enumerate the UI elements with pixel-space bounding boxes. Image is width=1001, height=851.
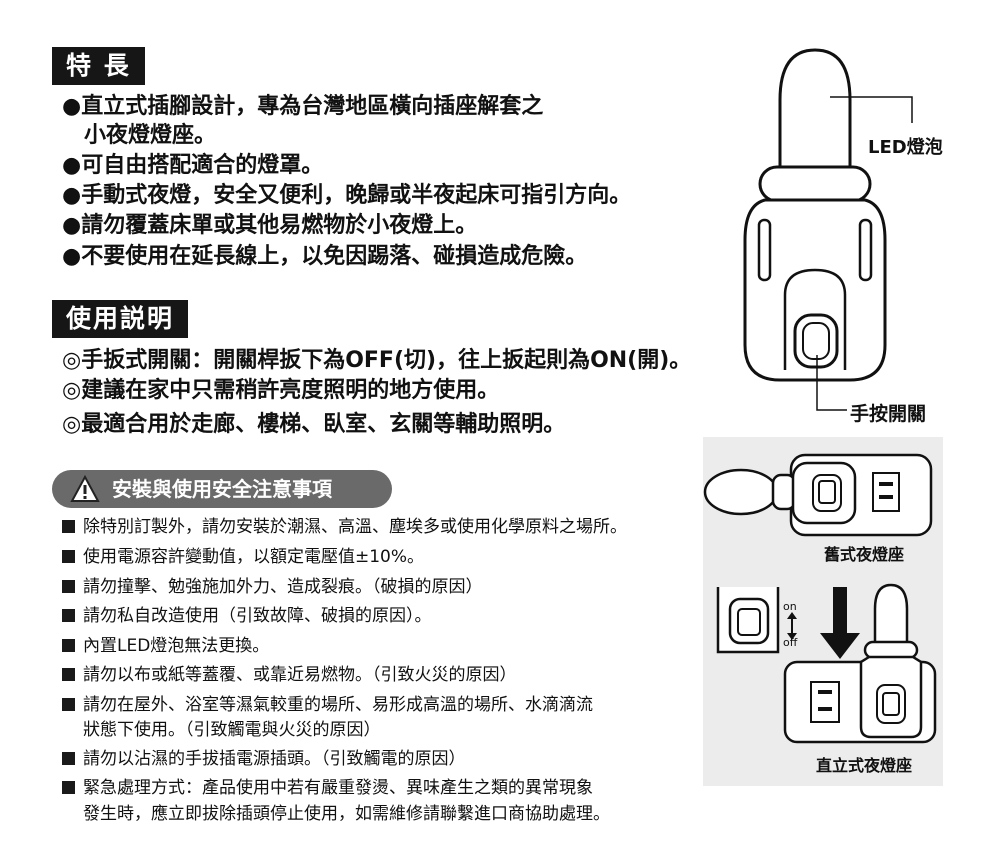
safety-item: 請勿在屋外、浴室等濕氣較重的場所、易形成高溫的場所、水滴滴流 <box>62 693 593 717</box>
safety-item: 請勿私自改造使用（引致故障、破損的原因）。 <box>62 604 432 628</box>
feature-item: ●不要使用在延長線上，以免因踢落、碰損造成危險。 <box>62 244 588 269</box>
night-light-illustration <box>743 48 887 382</box>
feature-item: ●請勿覆蓋床單或其他易燃物於小夜燈上。 <box>62 213 478 238</box>
safety-item-continued: 狀態下使用。（引致觸電與火災的原因） <box>83 720 381 740</box>
led-label: LED燈泡 <box>868 137 943 158</box>
warning-triangle-icon <box>70 475 100 502</box>
feature-item: ●直立式插腳設計，專為台灣地區橫向插座解套之 <box>62 94 544 119</box>
safety-item: 內置LED燈泡無法更換。 <box>62 634 269 658</box>
safety-heading-text: 安裝與使用安全注意事項 <box>112 477 332 501</box>
safety-item: 緊急處理方式：產品使用中若有嚴重發燙、異味產生之類的異常現象 <box>62 776 593 800</box>
new-socket-label: 直立式夜燈座 <box>816 756 913 775</box>
led-leader-line <box>830 96 913 123</box>
feature-item: ●可自由搭配適合的燈罩。 <box>62 153 324 178</box>
features-heading: 特 長 <box>52 47 145 85</box>
safety-item: 除特別訂製外，請勿安裝於潮濕、高溫、塵埃多或使用化學原料之場所。 <box>62 515 627 539</box>
usage-item: ◎建議在家中只需稍許亮度照明的地方使用。 <box>62 378 500 403</box>
usage-item: ◎最適合用於走廊、樓梯、臥室、玄關等輔助照明。 <box>62 412 566 437</box>
usage-heading: 使用説明 <box>52 300 189 338</box>
old-socket-label: 舊式夜燈座 <box>824 545 905 564</box>
usage-item: ◎手扳式開關：開關桿扳下為OFF(切)，往上扳起則為ON(開)。 <box>62 348 692 373</box>
switch-label: 手按開關 <box>850 403 927 425</box>
feature-item: ●手動式夜燈，安全又便利，晚歸或半夜起床可指引方向。 <box>62 183 632 208</box>
off-label: off <box>783 636 798 649</box>
safety-item-continued: 發生時，應立即拔除插頭停止使用，如需維修請聯繫進口商協助處理。 <box>83 804 610 824</box>
safety-heading: 安裝與使用安全注意事項 <box>52 470 392 508</box>
feature-item: 小夜燈燈座。 <box>62 123 217 148</box>
on-label: on <box>783 600 797 613</box>
safety-item: 使用電源容許變動值，以額定電壓值±10%。 <box>62 545 424 569</box>
safety-item: 請勿以沾濕的手拔插電源插頭。（引致觸電的原因） <box>62 747 466 771</box>
safety-item: 請勿以布或紙等蓋覆、或靠近易燃物。（引致火災的原因） <box>62 663 517 687</box>
switch-leader-line <box>816 355 847 411</box>
safety-item: 請勿撞擊、勉強施加外力、造成裂痕。（破損的原因） <box>62 575 483 599</box>
comparison-illustration <box>703 453 937 744</box>
